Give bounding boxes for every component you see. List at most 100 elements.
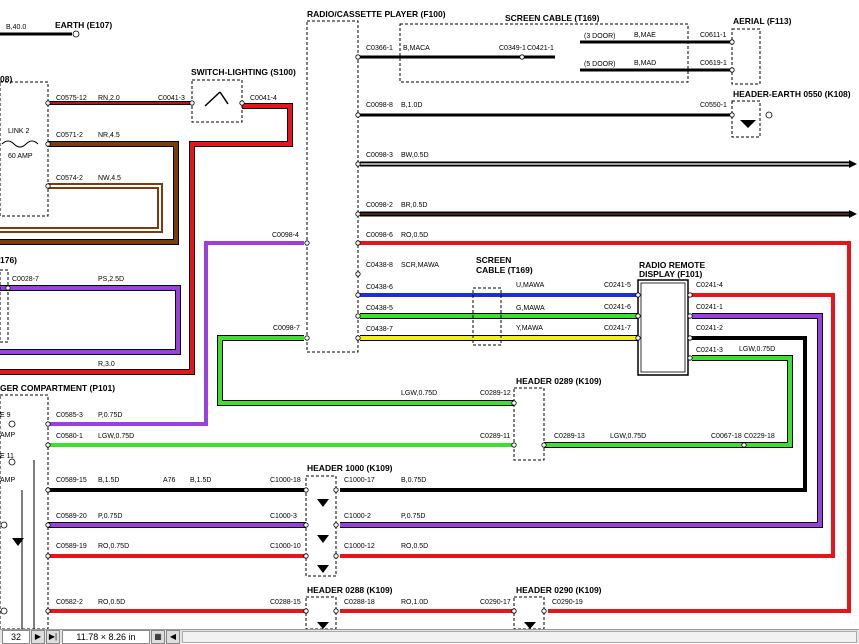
label-c0589-20: C0589-20 bbox=[56, 513, 87, 520]
label-r30: R,3.0 bbox=[98, 361, 115, 368]
horizontal-scrollbar[interactable] bbox=[182, 630, 857, 643]
label-c1000-10: C1000-10 bbox=[270, 543, 301, 550]
label-b10d: B,1.0D bbox=[401, 102, 422, 109]
label-c0290-19: C0290-19 bbox=[552, 599, 583, 606]
screen-cable-mid-box bbox=[472, 287, 502, 346]
left-fuse-box bbox=[0, 81, 49, 217]
label-c0289-12: C0289-12 bbox=[480, 390, 511, 397]
switch-lighting-box bbox=[191, 79, 243, 123]
title-header-0289: HEADER 0289 (K109) bbox=[516, 376, 602, 386]
passenger-compartment-box bbox=[0, 394, 49, 629]
label-a76: A76 bbox=[163, 477, 176, 484]
label-c0098-4: C0098-4 bbox=[272, 232, 299, 239]
title-radio-cassette: RADIO/CASSETTE PLAYER (F100) bbox=[307, 9, 446, 19]
label-c0438-6: C0438-6 bbox=[366, 284, 393, 291]
label-ro05d: RO,0.5D bbox=[401, 232, 428, 239]
label-c0098-8: C0098-8 bbox=[366, 102, 393, 109]
label-ps25d: PS,2.5D bbox=[98, 276, 124, 283]
label-c0288-18: C0288-18 bbox=[344, 599, 375, 606]
label-c0241-5: C0241-5 bbox=[604, 282, 631, 289]
label-c1000-2: C1000-2 bbox=[344, 513, 371, 520]
label-c1000-18: C1000-18 bbox=[270, 477, 301, 484]
title-header-0290: HEADER 0290 (K109) bbox=[516, 585, 602, 595]
label-c0580: C0580-1 bbox=[56, 433, 83, 440]
title-aerial: AERIAL (F113) bbox=[733, 16, 792, 26]
earth-symbol-icon bbox=[740, 120, 756, 128]
label-c0589-15: C0589-15 bbox=[56, 477, 87, 484]
title-earth-e107: EARTH (E107) bbox=[55, 20, 112, 30]
label-c0241-6: C0241-6 bbox=[604, 304, 631, 311]
label-c0241-7: C0241-7 bbox=[604, 325, 631, 332]
label-c0438-5: C0438-5 bbox=[366, 305, 393, 312]
label-p075d-3: P,0.75D bbox=[401, 513, 425, 520]
switch-symbol-icon bbox=[204, 91, 229, 107]
wire-purple-ps25d bbox=[0, 285, 181, 355]
connector-pins bbox=[0, 39, 747, 615]
label-c0611: C0611-1 bbox=[700, 32, 726, 39]
label-b075d: B,0.75D bbox=[401, 477, 426, 484]
label-lgw-green: LGW,0.75D bbox=[401, 390, 437, 397]
title-screen-cable-mid-1: SCREEN bbox=[476, 255, 511, 265]
page-number-field[interactable]: 32 bbox=[2, 629, 30, 644]
label-amp-2: AMP bbox=[0, 477, 16, 484]
label-c0349: C0349-1 bbox=[499, 45, 526, 52]
radio-remote-box bbox=[637, 279, 689, 376]
label-c1000-12: C1000-12 bbox=[344, 543, 375, 550]
label-ro10d: RO,1.0D bbox=[401, 599, 428, 606]
last-page-button[interactable]: ▶| bbox=[46, 629, 60, 644]
wiring-diagram: EARTH (E107) RADIO/CASSETTE PLAYER (F100… bbox=[0, 9, 857, 629]
label-c0585: C0585-3 bbox=[56, 412, 83, 419]
label-c0575: C0575-12 bbox=[56, 95, 87, 102]
label-lgw-remote: LGW,0.75D bbox=[739, 346, 775, 353]
label-umawa: U,MAWA bbox=[516, 282, 545, 289]
label-c0098-2: C0098-2 bbox=[366, 202, 393, 209]
label-c1000-17: C1000-17 bbox=[344, 477, 375, 484]
label-60amp: 60 AMP bbox=[8, 153, 33, 160]
label-e9: E 9 bbox=[0, 412, 11, 419]
title-left-176: 176) bbox=[0, 255, 17, 265]
label-br05d: BR,0.5D bbox=[401, 202, 427, 209]
label-c0067: C0067-18 bbox=[711, 433, 742, 440]
label-bmae: B,MAE bbox=[634, 32, 656, 39]
next-page-button[interactable]: ▶ bbox=[31, 629, 45, 644]
label-b40: B,40.0 bbox=[6, 24, 26, 31]
title-header-1000: HEADER 1000 (K109) bbox=[307, 463, 393, 473]
label-ro05d-4: RO,0.5D bbox=[98, 599, 125, 606]
label-c0619: C0619-1 bbox=[700, 60, 727, 67]
page-layout-icon[interactable]: ▦ bbox=[151, 629, 165, 644]
label-bmaca: B,MACA bbox=[403, 45, 430, 52]
label-c0098-7: C0098-7 bbox=[273, 325, 300, 332]
label-bw05d: BW,0.5D bbox=[401, 152, 429, 159]
title-left-08: 08) bbox=[0, 74, 12, 84]
wire-green-c0098-7 bbox=[217, 335, 514, 406]
fuse-icon bbox=[1, 140, 39, 148]
label-ro05d-3: RO,0.5D bbox=[401, 543, 428, 550]
label-c0366: C0366-1 bbox=[366, 45, 393, 52]
label-c0289-11: C0289-11 bbox=[480, 433, 510, 440]
screen-cable-top-box bbox=[399, 23, 689, 83]
label-nw45: NW,4.5 bbox=[98, 175, 121, 182]
title-screen-cable-top: SCREEN CABLE (T169) bbox=[505, 13, 600, 23]
label-amp-1: AMP bbox=[0, 432, 16, 439]
label-c0289-13: C0289-13 bbox=[554, 433, 585, 440]
title-header-0288: HEADER 0288 (K109) bbox=[307, 585, 393, 595]
label-c0241-3: C0241-3 bbox=[696, 347, 723, 354]
label-nr45: NR,4.5 bbox=[98, 132, 120, 139]
label-c0438-7: C0438-7 bbox=[366, 326, 393, 333]
header-0289-box bbox=[513, 387, 545, 461]
header-1000-box bbox=[305, 475, 337, 577]
label-c0571: C0571-2 bbox=[56, 132, 83, 139]
label-c0098-3: C0098-3 bbox=[366, 152, 393, 159]
title-screen-cable-mid-2: CABLE (T169) bbox=[476, 265, 533, 275]
label-c0028: C0028-7 bbox=[12, 276, 39, 283]
wire-red-c0241-4 bbox=[340, 293, 835, 558]
label-5door: (5 DOOR) bbox=[584, 61, 616, 68]
label-e11: E 11 bbox=[0, 453, 14, 460]
label-c0041-4: C0041-4 bbox=[250, 95, 277, 102]
label-c0574: C0574-2 bbox=[56, 175, 83, 182]
radio-cassette-box bbox=[306, 20, 359, 353]
title-radio-remote-2: DISPLAY (F101) bbox=[639, 269, 702, 279]
title-header-earth: HEADER-EARTH 0550 (K108) bbox=[733, 89, 851, 99]
scroll-left-button[interactable]: ◀ bbox=[166, 629, 180, 644]
page-size-field: 11.78 × 8.26 in bbox=[62, 629, 150, 644]
